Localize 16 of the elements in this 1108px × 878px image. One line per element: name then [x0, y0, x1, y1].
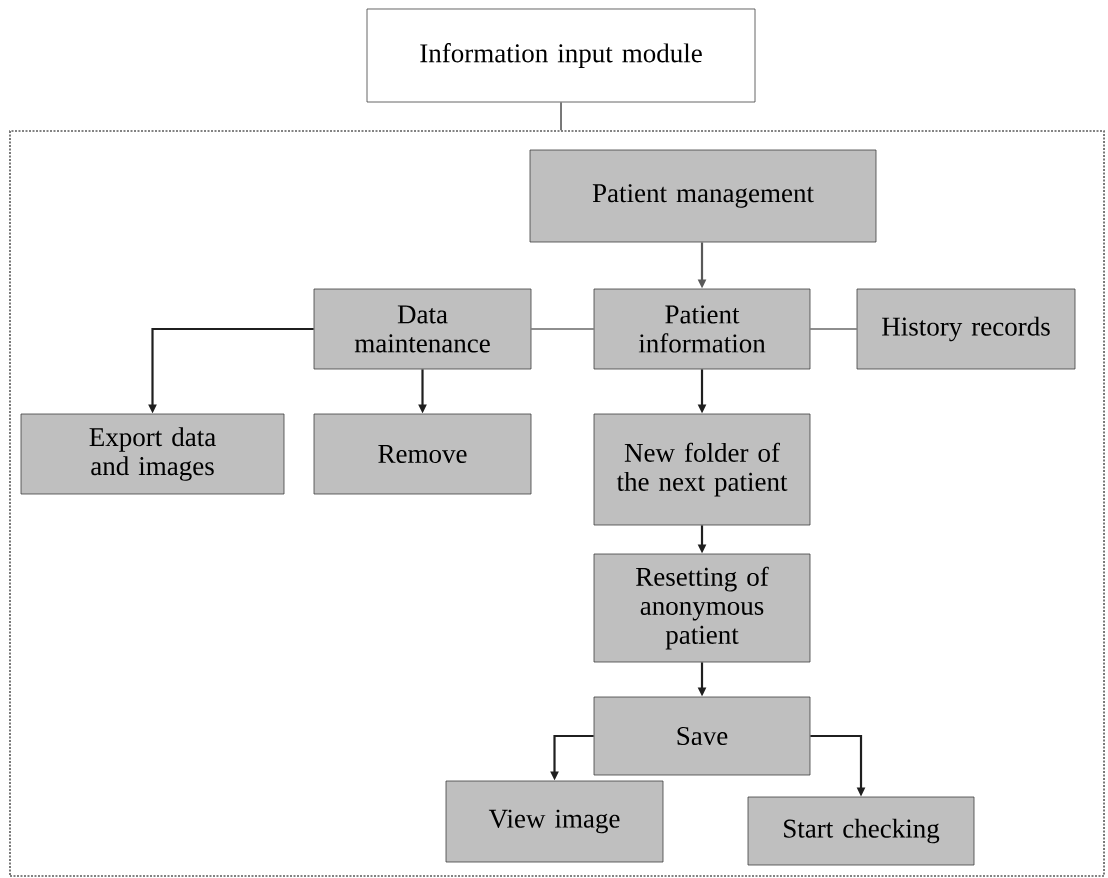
- process-box: Patient management: [529, 149, 877, 243]
- connector-line: [560, 101, 562, 131]
- process-box: Export data and images: [20, 413, 285, 495]
- dashed-frame: [9, 130, 1105, 877]
- process-box: Patient information: [593, 288, 811, 370]
- process-box: Start checking: [747, 796, 975, 866]
- process-box: Data maintenance: [313, 288, 532, 370]
- process-box: Save: [593, 696, 811, 776]
- process-box: Remove: [313, 413, 532, 495]
- connector-line: [809, 328, 858, 330]
- connector-line: [530, 328, 595, 330]
- process-box: New folder of the next patient: [593, 413, 811, 526]
- module-box: Information input module: [366, 8, 756, 103]
- process-box: View image: [445, 780, 664, 863]
- process-box: Resetting of anonymous patient: [593, 553, 811, 663]
- process-box: History records: [856, 288, 1076, 370]
